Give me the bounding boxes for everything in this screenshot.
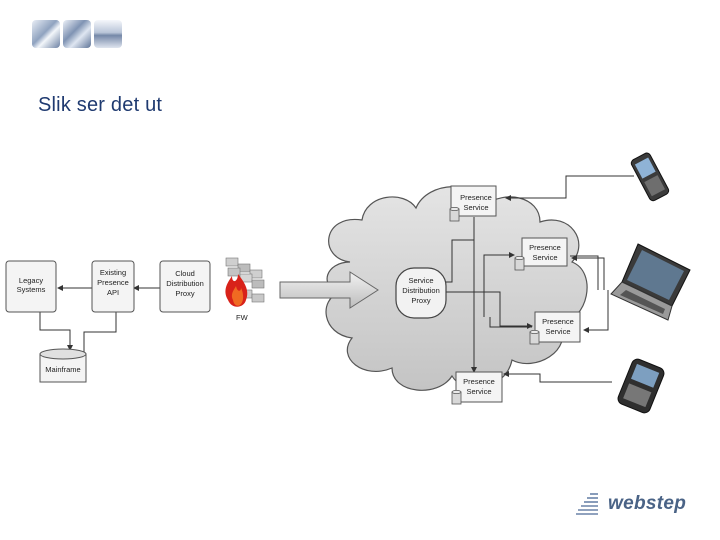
device-connectors [503,175,634,383]
service-proxy-label-2: Distribution [402,286,440,295]
webstep-logo-icon [576,493,598,515]
cloud-proxy-label-3: Proxy [175,289,194,298]
slide-title: Slik ser det ut [38,94,163,116]
legacy-systems-label-2: Systems [17,285,46,294]
service-proxy-label-3: Proxy [411,296,430,305]
presence-right-label-2: Service [532,253,557,262]
existing-api-label-2: Presence [97,278,129,287]
presence-service-top-box: Presence Service [449,185,497,222]
logo-tile-2 [63,20,91,48]
presence-mid-label-2: Service [545,327,570,336]
existing-api-label-1: Existing [100,268,126,277]
laptop-icon [610,243,691,321]
service-distribution-proxy-node: Service Distribution Proxy [395,267,447,319]
logo-tile-3 [94,20,122,48]
presence-service-right-box: Presence Service [514,237,568,271]
presence-top-label-2: Service [463,203,488,212]
presence-bottom-label-1: Presence [463,377,495,386]
presence-right-label-1: Presence [529,243,561,252]
firewall-label: FW [236,313,249,322]
presence-bottom-label-2: Service [466,387,491,396]
legacy-systems-box: Legacy Systems [5,260,57,313]
cloud-proxy-label-2: Distribution [166,279,204,288]
smartphone-icon [617,358,665,414]
existing-presence-api-box: Existing Presence API [91,260,135,313]
cloud-connectors [446,217,533,373]
header-logo [32,20,122,48]
presence-top-label-1: Presence [460,193,492,202]
logo-tile-1 [32,20,60,48]
cloud-distribution-proxy-box: Cloud Distribution Proxy [159,260,211,313]
webstep-brand: webstep [576,492,686,516]
existing-api-label-3: API [107,288,119,297]
mainframe-box: Mainframe [39,348,87,383]
firewall-icon [225,257,265,307]
legacy-systems-label-1: Legacy [19,276,43,285]
mobile-phone-icon [630,152,670,202]
big-arrow [279,271,379,309]
brand-name: webstep [608,493,687,514]
cloud-proxy-label-1: Cloud [175,269,195,278]
mainframe-label: Mainframe [45,365,80,374]
left-connectors [39,285,160,354]
presence-service-bottom-box: Presence Service [451,371,503,405]
presence-mid-label-1: Presence [542,317,574,326]
presence-service-mid-box: Presence Service [529,311,581,345]
service-proxy-label-1: Service [408,276,433,285]
